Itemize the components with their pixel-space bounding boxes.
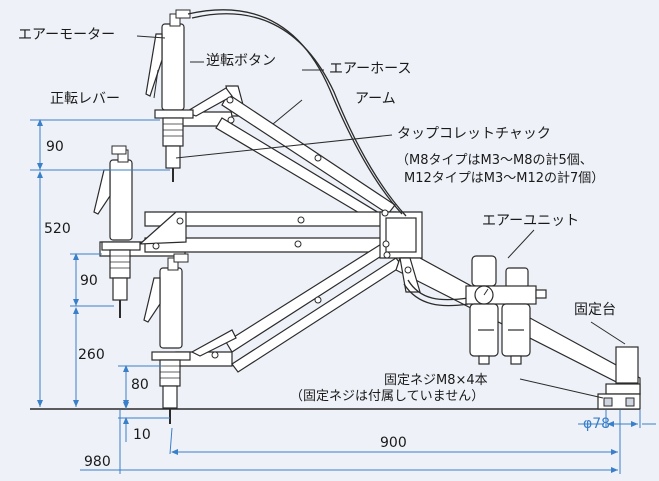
air-unit-label: エアーユニット [482, 213, 580, 229]
collet-top [165, 145, 181, 169]
collet-bot [162, 385, 178, 409]
dim-90-top: 90 [46, 139, 64, 155]
collet-mid [112, 277, 128, 301]
dim-980: 980 [84, 454, 111, 470]
dimension-lines [30, 119, 656, 474]
air-hose-label: エアーホース [329, 61, 412, 77]
pivot-pins [152, 96, 412, 359]
dim-10: 10 [133, 427, 151, 443]
leader-lines [136, 35, 626, 399]
air-hose-lower [407, 279, 469, 301]
arm-bot-lower [231, 257, 403, 373]
arm-bot-upper [225, 235, 401, 353]
base-screws [603, 397, 635, 407]
collet-note-2: M12タイプはM3〜M12の計7個） [404, 171, 605, 186]
motor-fittings [111, 9, 191, 271]
dim-900: 900 [380, 435, 407, 451]
air-motor-label: エアーモーター [18, 27, 116, 43]
fixing-base-post [615, 346, 639, 384]
air-hose-line [187, 9, 403, 215]
dim-80: 80 [131, 377, 149, 393]
motor-top-body [161, 23, 185, 111]
fixing-screw-label: 固定ネジM8×4本 [384, 373, 488, 388]
dim-260: 260 [78, 347, 105, 363]
reverse-button-label: 逆転ボタン [206, 53, 276, 69]
dim-520: 520 [44, 221, 71, 237]
dim-90-mid: 90 [80, 273, 98, 289]
arm-label: アーム [355, 91, 396, 107]
motor-bot-body [159, 267, 183, 349]
fixing-base-label: 固定台 [574, 302, 616, 318]
tap-collet-chuck-label: タップコレットチャック [397, 126, 551, 142]
forward-reverse-lever-label: 正転レバー [50, 91, 120, 107]
arm-top-upper [221, 93, 396, 215]
dim-phi78: φ78 [583, 416, 611, 432]
motor-ribs [110, 123, 183, 379]
pivot-column [379, 211, 423, 259]
air-motors [93, 23, 194, 424]
air-unit [465, 255, 547, 365]
collet-note-1: （M8タイプはM3〜M8の計5個、 [396, 153, 593, 168]
fixing-screw-note: （固定ネジは付属していません） [290, 389, 485, 404]
motor-mid-body [109, 159, 133, 241]
